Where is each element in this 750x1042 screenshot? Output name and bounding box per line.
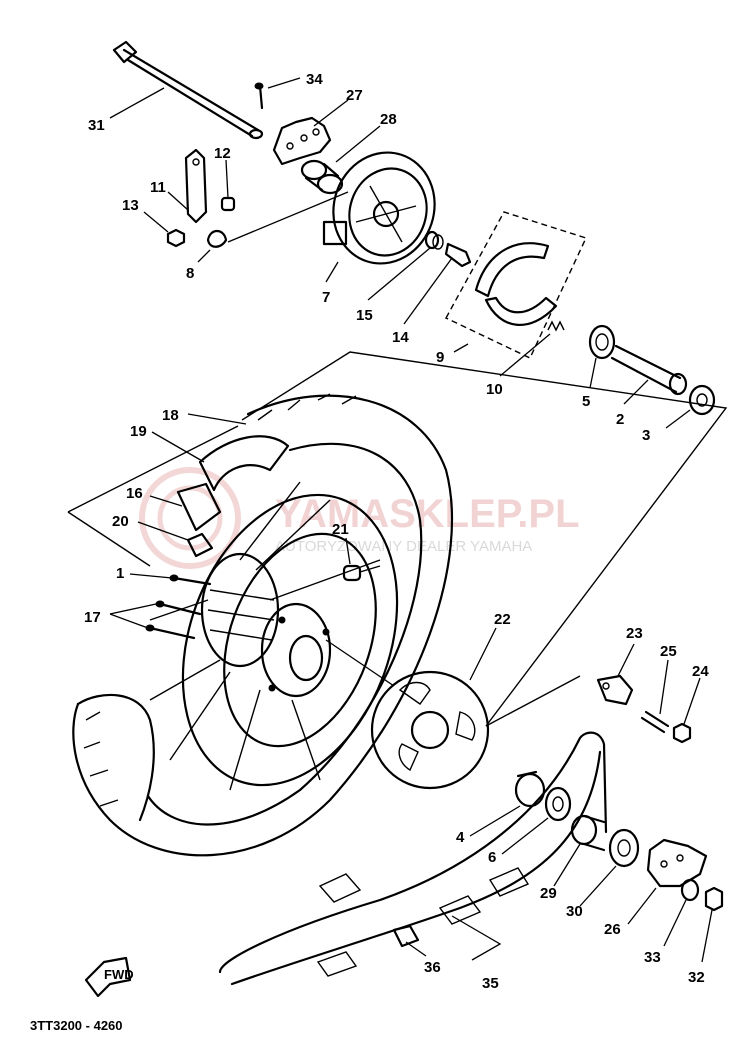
fwd-arrow-icon: FWD bbox=[84, 956, 134, 998]
callout-23: 23 bbox=[626, 625, 643, 642]
callout-4: 4 bbox=[456, 829, 465, 846]
part-17-nipples bbox=[145, 600, 202, 640]
callout-20: 20 bbox=[112, 513, 129, 530]
part-14-camshaft bbox=[444, 242, 472, 268]
callout-8: 8 bbox=[186, 265, 194, 282]
callout-24: 24 bbox=[692, 663, 709, 680]
part-7-brake-shoe-plate bbox=[322, 151, 436, 265]
part-13-nut bbox=[166, 228, 186, 248]
fwd-label: FWD bbox=[104, 967, 134, 982]
drawing-code: 3TT3200 - 4260 bbox=[30, 1018, 123, 1033]
part-10-spring bbox=[547, 320, 565, 332]
callout-11: 11 bbox=[150, 179, 166, 196]
wheel-hub bbox=[200, 552, 332, 698]
callout-29: 29 bbox=[540, 885, 557, 902]
part-31-axle bbox=[112, 40, 264, 140]
callout-14: 14 bbox=[392, 329, 409, 346]
callout-36: 36 bbox=[424, 959, 441, 976]
callout-18: 18 bbox=[162, 407, 179, 424]
callout-26: 26 bbox=[604, 921, 621, 938]
callout-2: 2 bbox=[616, 411, 624, 428]
callout-22: 22 bbox=[494, 611, 511, 628]
part-35-chain bbox=[218, 731, 608, 986]
callout-34: 34 bbox=[306, 71, 323, 88]
part-5-bearing bbox=[588, 324, 616, 360]
callout-17: 17 bbox=[84, 609, 101, 626]
callout-12: 12 bbox=[214, 145, 231, 162]
part-callouts: 34 27 28 31 12 11 13 8 7 15 14 9 10 5 2 … bbox=[84, 71, 709, 992]
leader-lines bbox=[109, 77, 713, 963]
callout-15: 15 bbox=[356, 307, 373, 324]
wheel-spokes bbox=[149, 481, 381, 791]
watermark-logo-icon bbox=[139, 467, 241, 569]
part-28-collar bbox=[300, 159, 344, 195]
watermark-text: YAMASKLEP.PL bbox=[275, 492, 580, 536]
callout-9: 9 bbox=[436, 349, 444, 366]
callout-16: 16 bbox=[126, 485, 143, 502]
part-2-spacer bbox=[610, 344, 688, 396]
callout-33: 33 bbox=[644, 949, 661, 966]
part-34-bolt bbox=[254, 82, 264, 110]
part-22-sprocket bbox=[325, 639, 490, 790]
callout-6: 6 bbox=[488, 849, 496, 866]
part-18-tire bbox=[72, 393, 454, 857]
part-8-cotter-pin bbox=[206, 229, 228, 248]
part-3-collar bbox=[688, 384, 716, 416]
part-24-nut bbox=[672, 722, 692, 744]
callout-27: 27 bbox=[346, 87, 363, 104]
callout-30: 30 bbox=[566, 903, 583, 920]
part-32-nut bbox=[704, 886, 724, 912]
part-36-chain-joint bbox=[392, 924, 420, 948]
watermark-subtext: AUTORYZOWANY DEALER YAMAHA bbox=[275, 538, 532, 555]
part-23-lock-washer bbox=[596, 674, 634, 706]
callout-7: 7 bbox=[322, 289, 330, 306]
part-15-seal bbox=[424, 230, 444, 250]
callout-31: 31 bbox=[88, 117, 105, 134]
callout-32: 32 bbox=[688, 969, 705, 986]
callout-21: 21 bbox=[332, 521, 349, 538]
part-9-brake-shoe-kit bbox=[445, 211, 587, 359]
part-30-seal bbox=[608, 828, 640, 868]
callout-25: 25 bbox=[660, 643, 677, 660]
part-12-bolt bbox=[220, 196, 236, 212]
callout-5: 5 bbox=[582, 393, 590, 410]
callout-13: 13 bbox=[122, 197, 139, 214]
callout-28: 28 bbox=[380, 111, 397, 128]
callout-19: 19 bbox=[130, 423, 147, 440]
part-25-bolt bbox=[640, 710, 670, 734]
callout-10: 10 bbox=[486, 381, 503, 398]
part-26-chain-puller bbox=[646, 838, 708, 888]
callout-35: 35 bbox=[482, 975, 499, 992]
part-27-chain-puller bbox=[272, 116, 332, 166]
part-21-valve-nut bbox=[342, 564, 381, 582]
part-20-rim-band bbox=[176, 482, 222, 558]
part-6-bearing bbox=[544, 786, 572, 822]
part-19-tube bbox=[198, 435, 290, 492]
callout-1: 1 bbox=[116, 565, 124, 582]
part-1-spoke-set bbox=[169, 574, 212, 586]
watermark: YAMASKLEP.PL AUTORYZOWANY DEALER YAMAHA bbox=[139, 467, 580, 569]
part-4-bearing bbox=[514, 770, 546, 808]
part-29-collar bbox=[570, 814, 606, 852]
part-11-tension-bar bbox=[184, 148, 208, 224]
part-33-washer bbox=[680, 878, 700, 902]
callout-3: 3 bbox=[642, 427, 650, 444]
wheel-rim bbox=[181, 493, 399, 787]
